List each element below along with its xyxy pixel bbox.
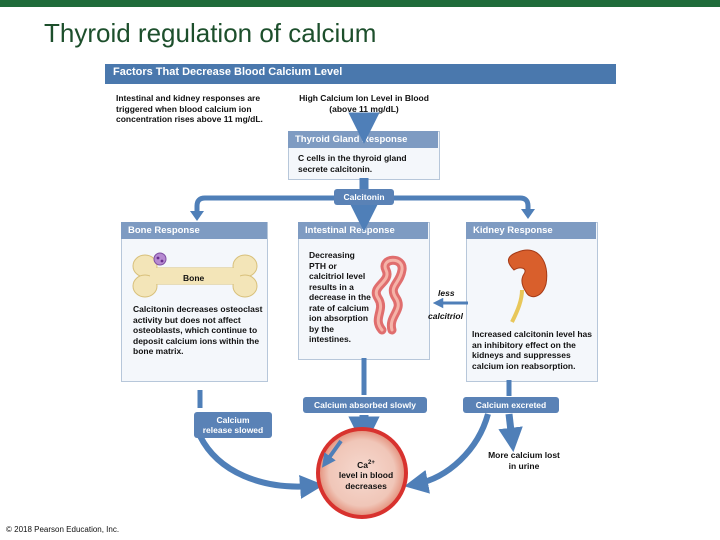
- intro-text: Intestinal and kidney responses are trig…: [116, 93, 263, 124]
- less-label: less: [438, 288, 455, 298]
- intestinal-box: [298, 222, 430, 360]
- bone-illustration: [132, 252, 258, 298]
- kidney-box-title: Kidney Response: [466, 222, 596, 239]
- kidney-illustration: [508, 249, 548, 298]
- urine-note-line-2: in urine: [508, 460, 540, 471]
- bone-box: [121, 222, 268, 382]
- result-line-1: level in blood: [338, 470, 394, 481]
- slide-title: Thyroid regulation of calcium: [44, 18, 377, 48]
- blood-cell-icon: [316, 427, 408, 519]
- trigger-line-1: High Calcium Ion Level in Blood: [299, 93, 429, 103]
- kidney-to-blood-arrow: [404, 413, 491, 494]
- intestine-illustration: [371, 255, 407, 335]
- trigger-label: High Calcium Ion Level in Blood (above 1…: [284, 93, 444, 114]
- kidney-box-text: Increased calcitonin level has an inhibi…: [472, 329, 593, 371]
- blood-result-text: Ca2+ level in blood decreases: [330, 458, 402, 491]
- ca-symbol: Ca: [357, 459, 369, 470]
- calcium-excreted-label: Calcium excreted: [463, 397, 559, 413]
- ca-ion: Ca2+: [330, 458, 402, 470]
- calcitonin-label: Calcitonin: [334, 189, 394, 205]
- urine-note-line-1: More calcium lost: [488, 450, 560, 460]
- calcium-release-line-2: release slowed: [202, 425, 264, 435]
- result-line-2: decreases: [345, 480, 387, 491]
- urine-arrow: [498, 413, 523, 453]
- copyright-footer: © 2018 Pearson Education, Inc.: [6, 525, 120, 534]
- figure-header: Factors That Decrease Blood Calcium Leve…: [113, 66, 343, 78]
- top-accent-bar: [0, 0, 720, 7]
- thyroid-box-text: C cells in the thyroid gland secrete cal…: [298, 153, 407, 174]
- urine-note: More calcium lost in urine: [478, 450, 570, 471]
- bone-label: Bone: [183, 273, 205, 283]
- decrease-arrow: [321, 439, 343, 468]
- ca-charge: 2+: [368, 460, 375, 466]
- calcium-release-line-1: Calcium: [216, 415, 250, 425]
- ureter-illustration: [510, 289, 524, 323]
- calcium-release-label: Calcium release slowed: [194, 412, 272, 438]
- calcium-absorbed-label: Calcium absorbed slowly: [303, 397, 427, 413]
- intestine-highlight: [374, 258, 404, 332]
- figure-header-bar: [105, 64, 616, 84]
- kidney-arrowhead: [521, 209, 535, 219]
- bone-arrowhead: [190, 211, 204, 221]
- calcitriol-label: calcitriol: [428, 311, 463, 321]
- trigger-line-2: (above 11 mg/dL): [329, 103, 399, 114]
- bone-to-blood-arrow: [197, 434, 324, 499]
- intestinal-box-text: Decreasing PTH or calcitriol level resul…: [309, 250, 371, 344]
- bone-box-text: Calcitonin decreases osteoclast activity…: [133, 304, 263, 356]
- bone-box-title: Bone Response: [121, 222, 267, 239]
